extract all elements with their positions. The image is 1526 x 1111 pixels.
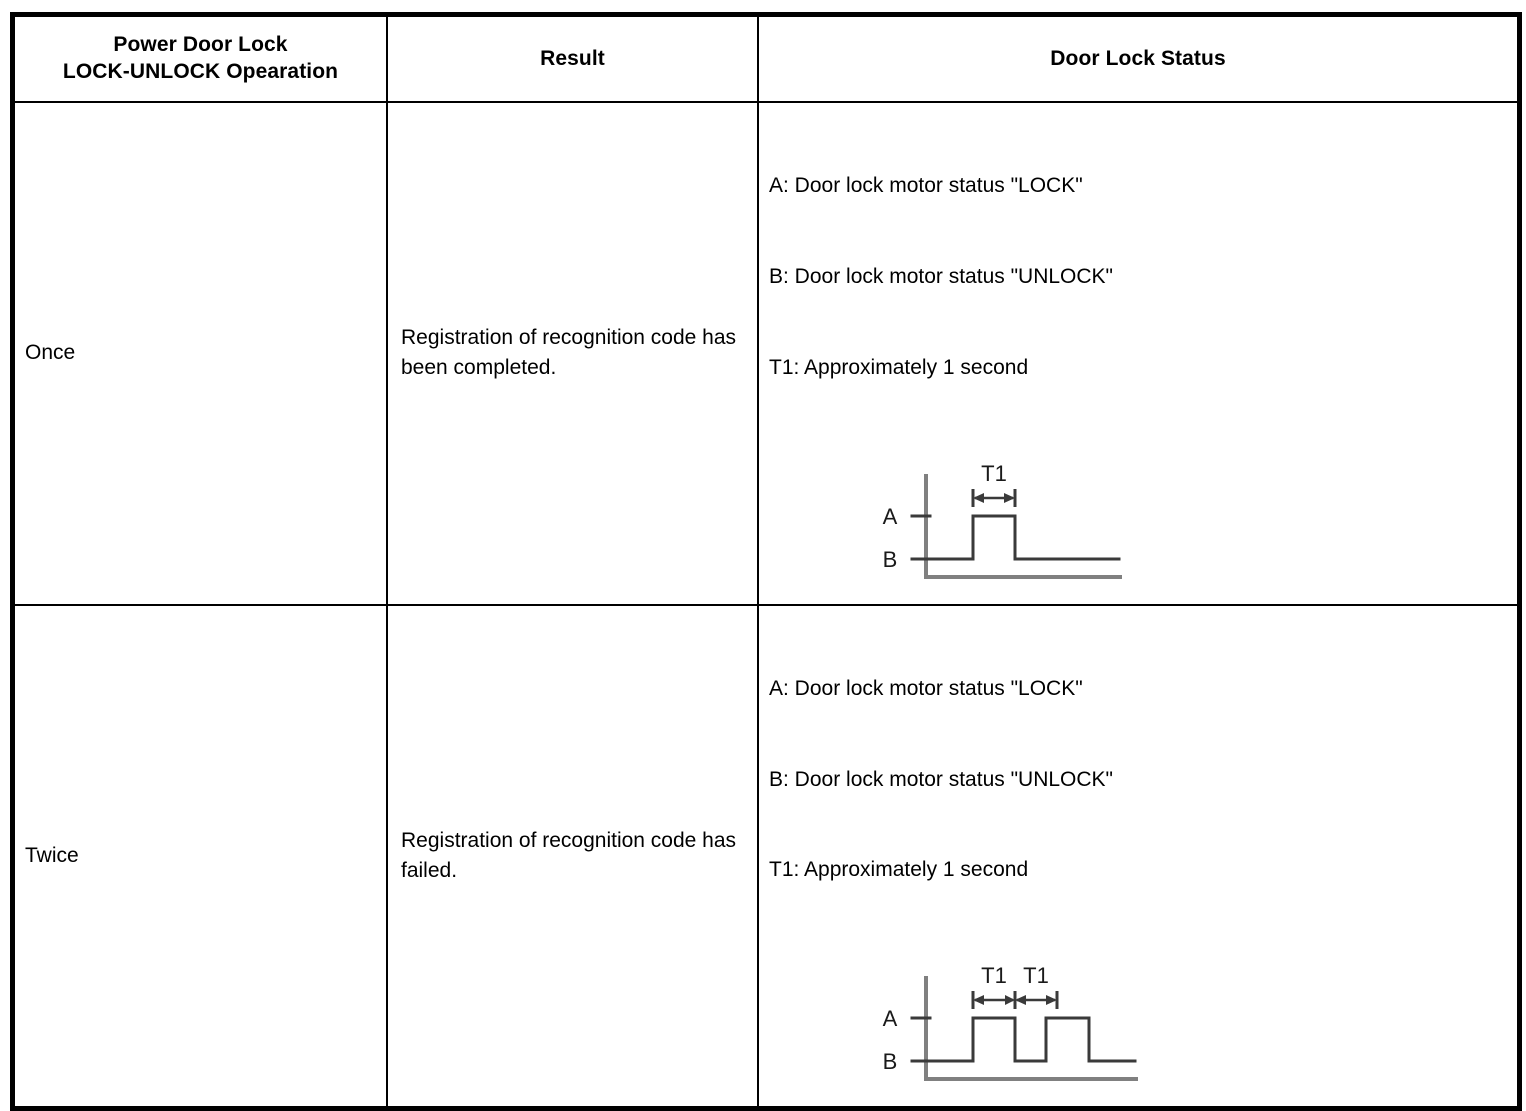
legend-line-t1: T1: Approximately 1 second — [769, 858, 1029, 882]
diagram-label-b: B — [883, 1049, 898, 1074]
cell-operation-once: Once — [10, 101, 388, 606]
door-lock-status-table: Power Door Lock LOCK-UNLOCK Opearation R… — [10, 12, 1522, 1111]
diagram-waveform-trace — [928, 514, 1121, 561]
diagram-arrow-head-left-1 — [973, 995, 984, 1006]
legend-twice: A: Door lock motor status "LOCK" B: Door… — [769, 614, 1517, 947]
document-page: Power Door Lock LOCK-UNLOCK Opearation R… — [10, 12, 1522, 1111]
header-cell-result: Result — [386, 12, 759, 103]
legend-line-a: A: Door lock motor status "LOCK" — [769, 174, 1083, 198]
diagram-label-t1-second: T1 — [1023, 963, 1049, 988]
diagram-arrow-head-right-2 — [1046, 995, 1057, 1006]
legend-line-b: B: Door lock motor status "UNLOCK" — [769, 265, 1114, 289]
cell-result-twice: Registration of recognition code has fai… — [386, 603, 759, 1111]
timing-diagram-double-pulse: A B T1 T1 — [883, 963, 1138, 1082]
diagram-label-a: A — [883, 504, 898, 529]
legend-line-a: A: Door lock motor status "LOCK" — [769, 677, 1083, 701]
cell-result-once: Registration of recognition code has bee… — [386, 101, 759, 606]
header-door-lock-status-label: Door Lock Status — [1050, 46, 1226, 70]
timing-diagram-single-pulse: A B T1 — [883, 461, 1122, 579]
diagram-waveform-trace — [928, 1016, 1137, 1063]
diagram-wrapper-once: A B T1 — [769, 444, 1517, 604]
table-row: Once Registration of recognition code ha… — [10, 101, 1522, 606]
legend-line-b: B: Door lock motor status "UNLOCK" — [769, 767, 1114, 791]
legend-once: A: Door lock motor status "LOCK" B: Door… — [769, 111, 1517, 444]
diagram-label-t1: T1 — [981, 461, 1007, 486]
header-cell-door-lock-status: Door Lock Status — [757, 12, 1522, 103]
header-operation-line-1: Power Door Lock — [113, 33, 288, 57]
table-header: Power Door Lock LOCK-UNLOCK Opearation R… — [10, 12, 1522, 103]
diagram-label-a: A — [883, 1006, 898, 1031]
header-operation-line-2: LOCK-UNLOCK Opearation — [62, 60, 339, 83]
diagram-label-b: B — [883, 547, 898, 572]
header-row: Power Door Lock LOCK-UNLOCK Opearation R… — [10, 12, 1522, 103]
diagram-arrow-head-left-2 — [1015, 995, 1026, 1006]
cell-status-once: A: Door lock motor status "LOCK" B: Door… — [757, 101, 1522, 606]
diagram-wrapper-twice: A B T1 T1 — [769, 946, 1517, 1106]
diagram-label-t1-first: T1 — [981, 963, 1007, 988]
header-cell-operation: Power Door Lock LOCK-UNLOCK Opearation — [10, 12, 388, 103]
diagram-arrow-head-right — [1004, 492, 1015, 503]
cell-status-twice: A: Door lock motor status "LOCK" B: Door… — [757, 603, 1522, 1111]
header-result-label: Result — [540, 46, 605, 70]
legend-line-t1: T1: Approximately 1 second — [769, 355, 1029, 379]
diagram-arrow-head-left — [973, 492, 984, 503]
table-row: Twice Registration of recognition code h… — [10, 603, 1522, 1111]
table-body: Once Registration of recognition code ha… — [10, 101, 1522, 1111]
cell-operation-twice: Twice — [10, 603, 388, 1111]
